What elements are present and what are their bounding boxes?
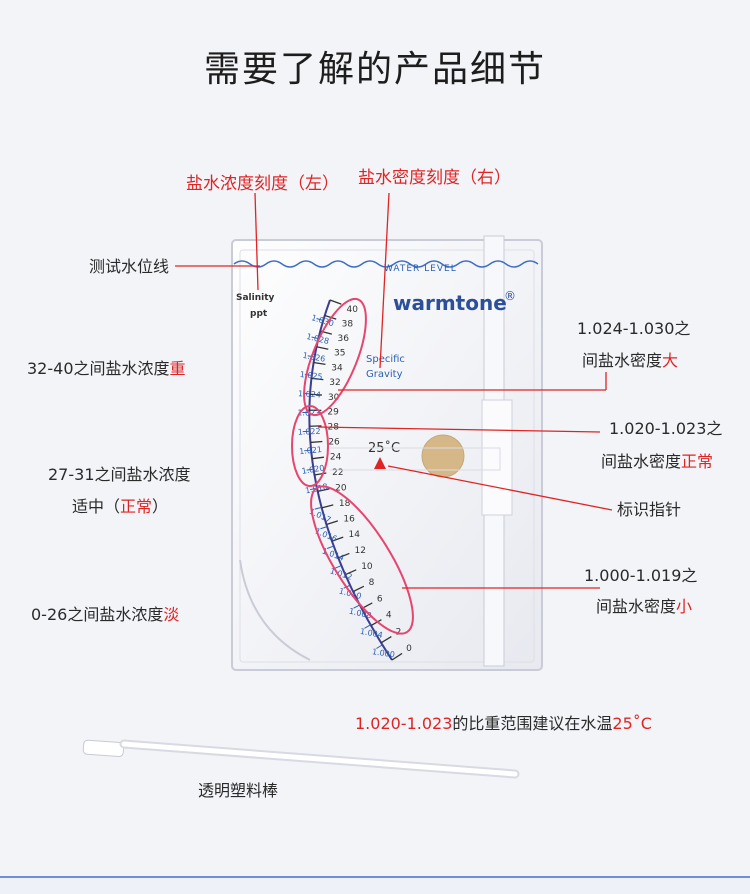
salinity-tick-label: 26	[328, 438, 340, 448]
salinity-tick-label: 38	[342, 320, 354, 330]
salinity-tick-label: 4	[386, 611, 392, 621]
density-normal-prefix: 间盐水密度	[601, 452, 681, 471]
density-high-callout-2: 间盐水密度大	[582, 350, 678, 372]
range-light-callout: 0-26之间盐水浓度淡	[31, 604, 179, 626]
brand-registered-mark: ®	[504, 289, 516, 303]
recommendation-middle: 的比重范围建议在水温	[452, 714, 612, 733]
salinity-tick-label: 12	[355, 546, 366, 556]
density-high-emph: 大	[662, 351, 678, 370]
recommendation-temp: 25˚C	[612, 714, 652, 733]
density-normal-callout-1: 1.020-1.023之	[609, 418, 722, 440]
pointer-callout: 标识指针	[617, 499, 681, 521]
range-heavy-callout: 32-40之间盐水浓度重	[27, 358, 186, 380]
water-level-text: WATER LEVEL	[384, 264, 457, 274]
salinity-tick-label: 35	[334, 349, 345, 359]
salinity-tick-label: 32	[329, 378, 340, 388]
range-normal-prefix: 适中（	[72, 497, 120, 516]
density-high-prefix: 间盐水密度	[582, 351, 662, 370]
water-line-callout: 测试水位线	[89, 256, 169, 278]
salinity-tick-label: 24	[330, 453, 342, 463]
range-normal-suffix: ）	[152, 497, 168, 516]
density-low-callout-2: 间盐水密度小	[596, 596, 692, 618]
range-normal-callout-2: 适中（正常）	[72, 496, 168, 518]
salinity-tick-label: 22	[332, 468, 343, 478]
range-normal-callout-1: 27-31之间盐水浓度	[48, 464, 191, 486]
density-tick-label: 1.024	[298, 389, 321, 399]
density-high-callout-1: 1.024-1.030之	[577, 318, 690, 340]
salinity-tick-label: 16	[343, 514, 355, 524]
salinity-tick-label: 8	[369, 578, 375, 588]
density-scale-callout: 盐水密度刻度（右）	[358, 163, 511, 188]
bottom-divider	[0, 876, 750, 894]
salinity-tick-label: 36	[337, 334, 349, 344]
range-heavy-emph: 重	[170, 359, 186, 378]
salinity-tick-label: 10	[361, 562, 373, 572]
density-low-emph: 小	[676, 597, 692, 616]
pointer-disc	[422, 435, 464, 477]
salinity-unit: ppt	[250, 309, 268, 319]
salinity-tick-label: 14	[349, 530, 361, 540]
stirring-rod	[83, 740, 515, 774]
gravity-label: Specific	[366, 354, 405, 365]
range-normal-emph: 正常	[120, 497, 152, 516]
density-normal-callout-2: 间盐水密度正常	[601, 451, 713, 473]
salinity-tick-label: 34	[331, 363, 343, 373]
range-heavy-text: 32-40之间盐水浓度	[27, 359, 170, 378]
salinity-tick-label: 0	[406, 644, 412, 654]
salinity-tick-label: 6	[377, 594, 383, 604]
recommendation-range: 1.020-1.023	[355, 714, 452, 733]
recommendation-text: 1.020-1.023的比重范围建议在水温25˚C	[355, 713, 652, 735]
salinity-tick-label: 40	[347, 305, 359, 315]
range-light-text: 0-26之间盐水浓度	[31, 605, 163, 624]
salinity-label: Salinity	[236, 293, 275, 303]
salinity-tick-label: 29	[327, 408, 339, 418]
salinity-scale-callout: 盐水浓度刻度（左）	[186, 169, 339, 194]
density-normal-emph: 正常	[681, 452, 713, 471]
range-light-emph: 淡	[163, 605, 179, 624]
brand-logo: warmtone	[393, 291, 507, 315]
density-tick-label: 1.022	[298, 427, 321, 437]
gravity-label-2: Gravity	[366, 369, 403, 380]
density-low-callout-1: 1.000-1.019之	[584, 565, 697, 587]
density-low-prefix: 间盐水密度	[596, 597, 676, 616]
stirring-rod-callout: 透明塑料棒	[198, 780, 278, 802]
